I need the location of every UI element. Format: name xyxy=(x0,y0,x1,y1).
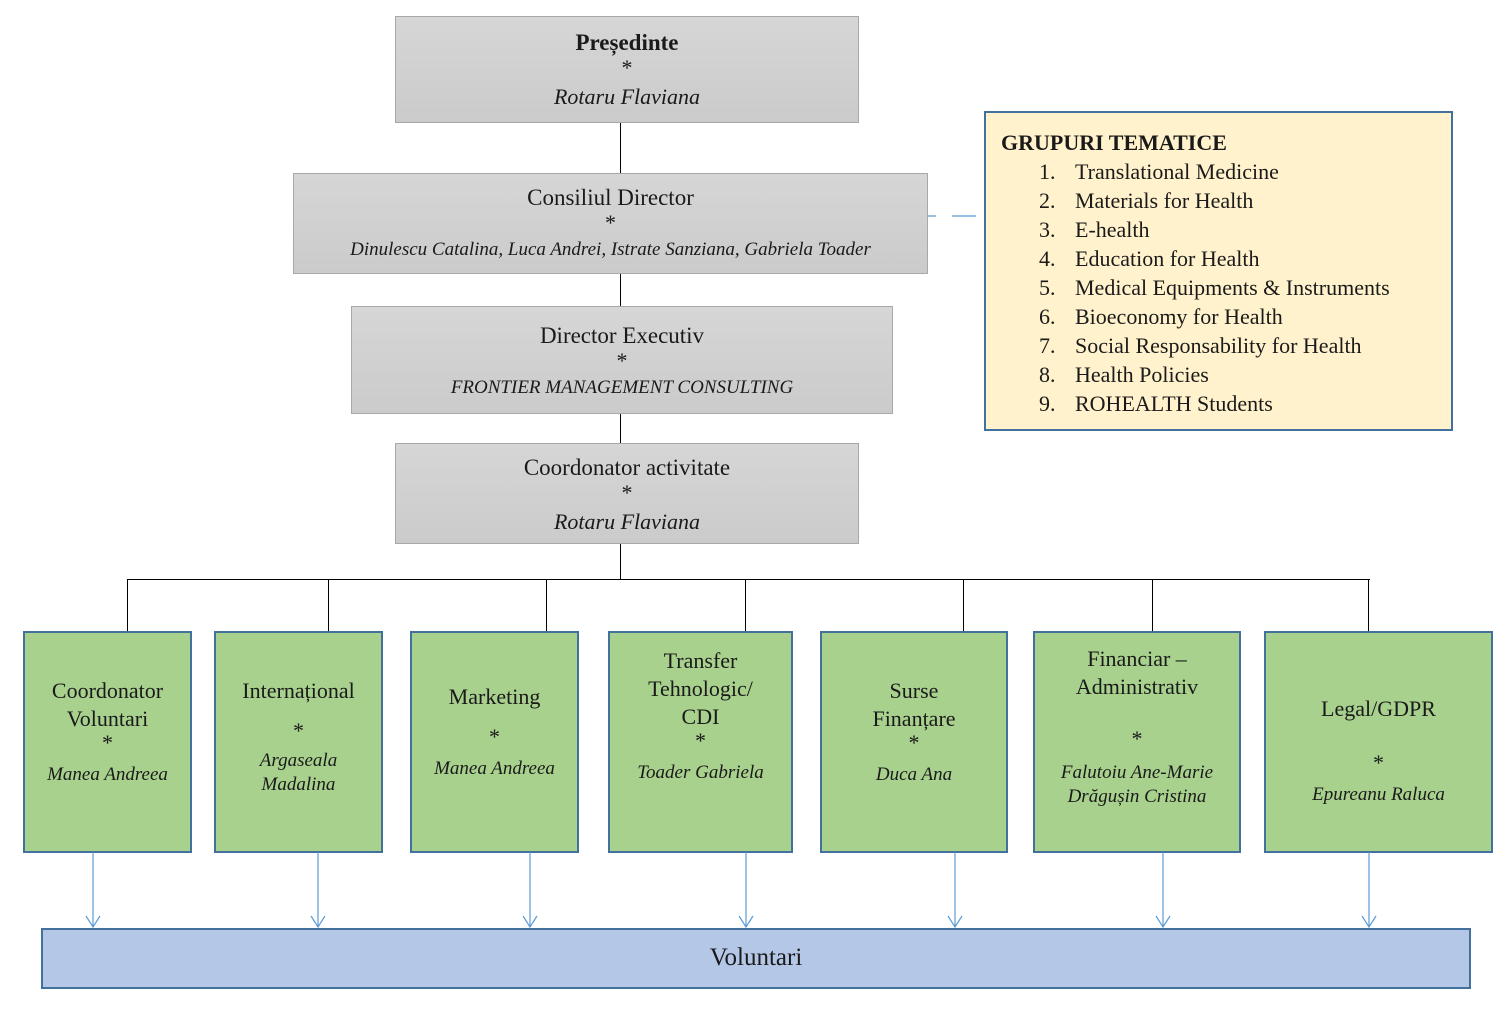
group-title: Financiar – xyxy=(1087,646,1187,671)
themes-item-label: ROHEALTH Students xyxy=(1075,391,1273,416)
themes-item-num: 9. xyxy=(1039,391,1056,416)
themes-item-label: Social Responsability for Health xyxy=(1075,333,1362,358)
themes-item: 3. E-health xyxy=(1001,215,1451,244)
coordonator-name: Rotaru Flaviana xyxy=(553,509,701,534)
group-title: Coordonator xyxy=(51,678,164,703)
group-box-financiar-administrativ: Financiar – Administrativ * Falutoiu Ane… xyxy=(1033,631,1241,853)
group-title: Voluntari xyxy=(66,706,149,731)
themes-item-label: Education for Health xyxy=(1075,246,1260,271)
themes-item-label: Bioeconomy for Health xyxy=(1075,304,1283,329)
group-title: Surse xyxy=(889,678,939,703)
group-title: Tehnologic/ xyxy=(648,676,753,701)
themes-item-label: Materials for Health xyxy=(1075,188,1254,213)
connector-line xyxy=(620,543,621,580)
group-title: Marketing xyxy=(448,684,541,709)
group-star: * xyxy=(102,730,113,755)
group-title: Internațional xyxy=(242,678,355,703)
group-name: Epureanu Raluca xyxy=(1312,784,1445,805)
group-box-international: Internațional * Argaseala Madalina xyxy=(214,631,383,853)
group-name: Drăgușin Cristina xyxy=(1067,786,1207,807)
presedinte-box: Președinte * Rotaru Flaviana xyxy=(395,16,859,123)
branch-bar xyxy=(127,579,1370,580)
group-name: Manea Andreea xyxy=(47,764,168,785)
themes-item: 1. Translational Medicine xyxy=(1001,157,1451,186)
group-box-marketing: Marketing * Manea Andreea xyxy=(410,631,579,853)
themes-item: 6. Bioeconomy for Health xyxy=(1001,302,1451,331)
group-title: Administrativ xyxy=(1075,674,1199,699)
coordonator-title: Coordonator activitate xyxy=(523,455,731,480)
group-name: Duca Ana xyxy=(875,764,953,785)
consiliu-title: Consiliul Director xyxy=(527,185,694,210)
presedinte-name: Rotaru Flaviana xyxy=(553,84,701,109)
themes-item-label: Translational Medicine xyxy=(1075,159,1279,184)
group-star: * xyxy=(1373,750,1384,775)
themes-item-num: 3. xyxy=(1039,217,1056,242)
voluntari-box: Voluntari xyxy=(41,928,1471,989)
themes-item-num: 6. xyxy=(1039,304,1056,329)
themes-item-label: Medical Equipments & Instruments xyxy=(1075,275,1390,300)
group-star: * xyxy=(489,724,500,749)
branch-drop xyxy=(1152,579,1153,631)
connector-line xyxy=(620,274,621,307)
branch-drop xyxy=(963,579,964,631)
themes-item: 8. Health Policies xyxy=(1001,360,1451,389)
group-star: * xyxy=(908,730,920,755)
branch-drop xyxy=(745,579,746,631)
group-title: CDI xyxy=(681,704,720,729)
group-title: Legal/GDPR xyxy=(1321,696,1436,721)
director-title: Director Executiv xyxy=(539,323,705,348)
group-name: Manea Andreea xyxy=(434,758,555,779)
themes-item-label: Health Policies xyxy=(1075,362,1209,387)
director-box: Director Executiv * FRONTIER MANAGEMENT … xyxy=(351,306,893,414)
themes-item: 5. Medical Equipments & Instruments xyxy=(1001,273,1451,302)
coordonator-star: * xyxy=(621,480,633,505)
voluntari-label: Voluntari xyxy=(709,944,803,971)
director-name: FRONTIER MANAGEMENT CONSULTING xyxy=(450,377,794,398)
group-box-surse-finantare: Surse Finanțare * Duca Ana xyxy=(820,631,1008,853)
themes-box: GRUPURI TEMATICE 1. Translational Medicin… xyxy=(984,111,1453,431)
connector-line xyxy=(620,414,621,443)
connector-line xyxy=(620,122,621,174)
presedinte-star: * xyxy=(621,55,633,80)
group-box-coordonator-voluntari: Coordonator Voluntari * Manea Andreea xyxy=(23,631,192,853)
group-star: * xyxy=(293,718,304,743)
group-name: Madalina xyxy=(261,774,336,795)
themes-item-num: 8. xyxy=(1039,362,1056,387)
branch-drop xyxy=(328,579,329,631)
themes-item: 2. Materials for Health xyxy=(1001,186,1451,215)
presedinte-title: Președinte xyxy=(575,30,679,55)
consiliu-names: Dinulescu Catalina, Luca Andrei, Istrate… xyxy=(350,239,871,260)
group-star: * xyxy=(695,728,706,753)
themes-item: 9. ROHEALTH Students xyxy=(1001,389,1451,418)
themes-heading: GRUPURI TEMATICE xyxy=(1001,130,1227,155)
director-star: * xyxy=(616,348,628,373)
themes-item: 4. Education for Health xyxy=(1001,244,1451,273)
themes-item-num: 5. xyxy=(1039,275,1056,300)
themes-item-label: E-health xyxy=(1075,217,1150,242)
consiliu-star: * xyxy=(605,210,616,235)
branch-drop xyxy=(1368,579,1369,631)
group-title: Transfer xyxy=(663,648,738,673)
group-star: * xyxy=(1131,726,1143,751)
group-name: Falutoiu Ane-Marie xyxy=(1060,762,1214,783)
themes-list: 1. Translational Medicine 2. Materials for… xyxy=(1001,157,1451,418)
group-name: Toader Gabriela xyxy=(637,762,764,783)
coordonator-box: Coordonator activitate * Rotaru Flaviana xyxy=(395,443,859,544)
themes-item-num: 2. xyxy=(1039,188,1056,213)
themes-item-num: 1. xyxy=(1039,159,1056,184)
branch-drop xyxy=(127,579,128,631)
consiliu-box: Consiliul Director * Dinulescu Catalina,… xyxy=(293,173,928,274)
group-name: Argaseala xyxy=(259,750,338,771)
themes-item-num: 7. xyxy=(1039,333,1056,358)
group-box-transfer-tehnologic: Transfer Tehnologic/ CDI * Toader Gabrie… xyxy=(608,631,793,853)
group-title: Finanțare xyxy=(872,706,956,731)
themes-item-num: 4. xyxy=(1039,246,1056,271)
arrows-to-voluntari xyxy=(85,852,1377,929)
themes-item: 7. Social Responsability for Health xyxy=(1001,331,1451,360)
branch-drop xyxy=(546,579,547,631)
group-box-legal-gdpr: Legal/GDPR * Epureanu Raluca xyxy=(1264,631,1493,853)
